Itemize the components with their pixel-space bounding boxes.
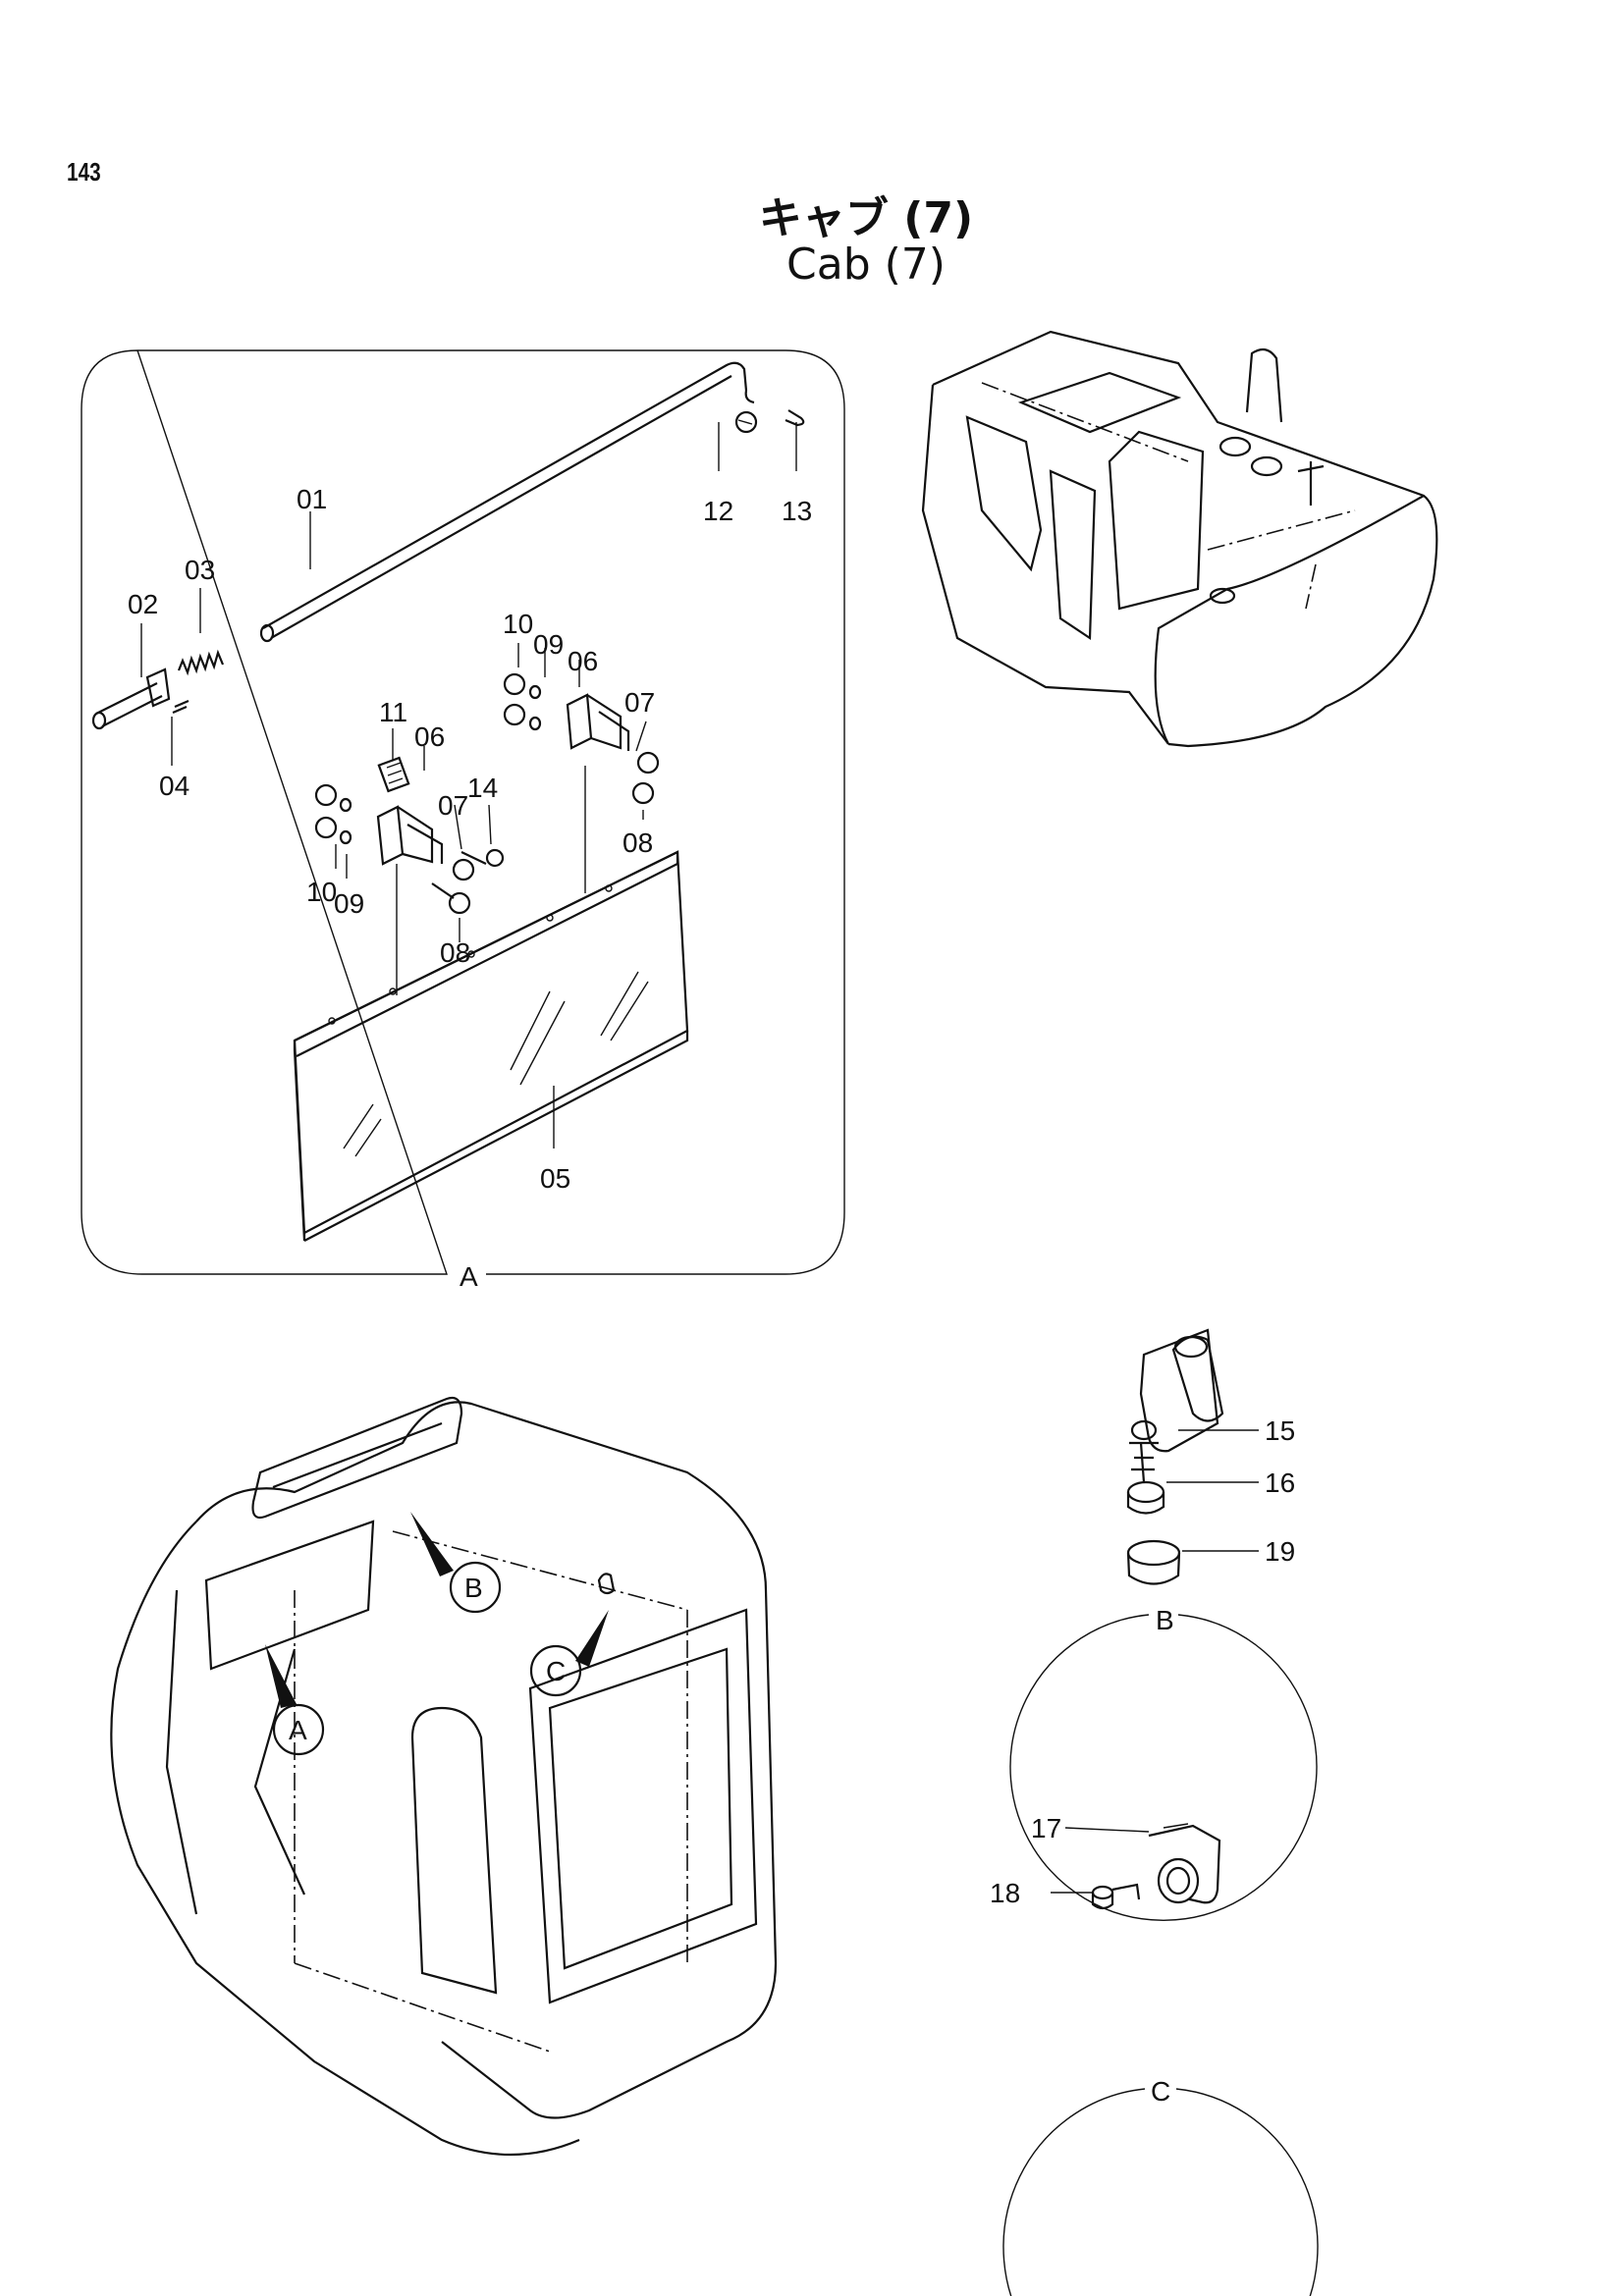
callout-10-right: 10: [503, 609, 533, 639]
title-japanese: キャブ (7): [758, 193, 974, 243]
callout-09-right: 09: [533, 629, 564, 660]
callout-10-left: 10: [306, 877, 337, 907]
callout-05: 05: [540, 1163, 570, 1194]
callout-12: 12: [703, 496, 733, 526]
marker-c: C: [546, 1656, 566, 1686]
detail-a-label: A: [460, 1261, 478, 1292]
callout-19: 19: [1265, 1536, 1295, 1567]
detail-a-leaders: [140, 422, 797, 1148]
callout-13: 13: [782, 496, 812, 526]
detail-a-callouts: 01 02 03 04 05 06 06 07 07 08 08 09 09 1…: [128, 484, 812, 1194]
glass-panel-part: [293, 850, 689, 1242]
right-hinge-part: [503, 672, 660, 805]
callout-14: 14: [467, 773, 498, 803]
detail-b-label: B: [1156, 1605, 1174, 1635]
page-number: 143: [67, 157, 101, 187]
callout-16: 16: [1265, 1468, 1295, 1498]
callout-11: 11: [379, 697, 407, 727]
rod-part: [259, 361, 805, 643]
detail-a-frame: A: [81, 349, 845, 1292]
spring-part: [177, 649, 225, 676]
left-hinge-part: [314, 756, 505, 915]
cab-markers: A B C: [265, 1512, 609, 1756]
marker-a: A: [289, 1715, 307, 1745]
callout-09-left: 09: [334, 888, 364, 919]
callout-02: 02: [128, 589, 158, 619]
callout-18: 18: [990, 1878, 1020, 1908]
callout-04: 04: [159, 771, 189, 801]
machine-overview: [921, 330, 1438, 748]
cab-view: [110, 1396, 778, 2157]
detail-c: C 17 18: [990, 1813, 1319, 2296]
callout-08-right: 08: [623, 828, 653, 858]
callout-06-right: 06: [568, 646, 598, 676]
callout-03: 03: [185, 555, 215, 585]
callout-07-right: 07: [624, 687, 655, 718]
detail-b: B 15 16 19: [1009, 1328, 1318, 1921]
callout-08-left: 08: [440, 937, 470, 968]
callout-15: 15: [1265, 1415, 1295, 1446]
marker-b: B: [464, 1573, 483, 1603]
title-english: Cab (7): [786, 240, 946, 290]
callout-17: 17: [1031, 1813, 1061, 1843]
callout-06-left: 06: [414, 721, 445, 752]
pin-part: [91, 667, 189, 730]
detail-c-label: C: [1151, 2076, 1170, 2107]
callout-01: 01: [297, 484, 327, 514]
callout-07-left: 07: [438, 790, 468, 821]
